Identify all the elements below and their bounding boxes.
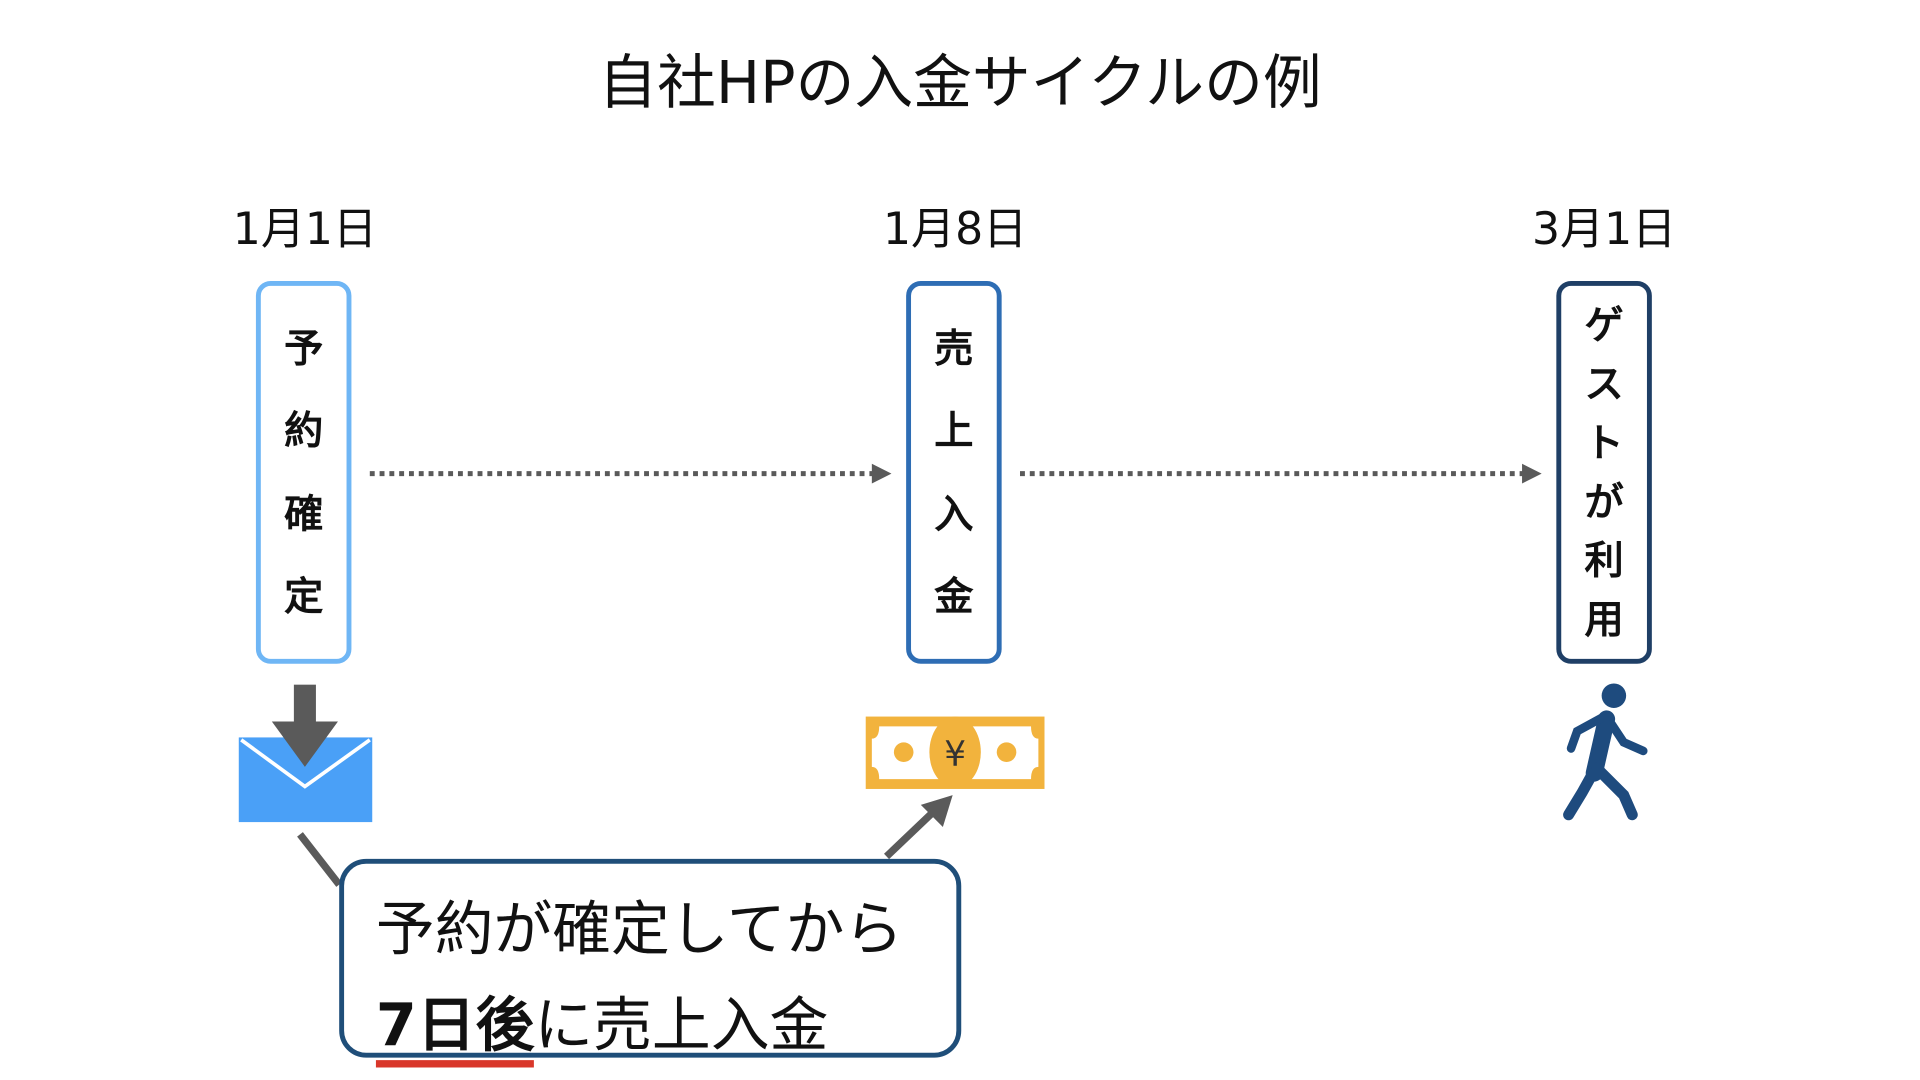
callout-arrow-right [884, 795, 953, 860]
callout-pointer-left [297, 832, 343, 887]
callout-line-2-rest: に売上入金 [534, 991, 829, 1061]
dotted-arrow-2 [1020, 463, 1542, 484]
step-char: 入 [934, 490, 974, 537]
step-char: 約 [284, 407, 324, 455]
step-char: 定 [284, 572, 324, 620]
diagram-title: 自社HPの入金サイクルの例 [598, 49, 1322, 118]
callout-emphasis: 7日後 [375, 991, 534, 1068]
step-char: 上 [934, 407, 974, 455]
step-char: 用 [1584, 596, 1624, 643]
callout-line-1: 予約が確定してから [375, 895, 904, 965]
date-label-2: 1月8日 [882, 204, 1028, 256]
step-box-guest-use: ゲ ス ト が 利 用 [1556, 280, 1652, 664]
dotted-arrow-1 [369, 463, 892, 484]
date-label-1: 1月1日 [232, 204, 378, 256]
step-char: 金 [934, 572, 974, 620]
step-box-sales-payment: 売 上 入 金 [906, 280, 1002, 664]
yen-symbol: ¥ [944, 735, 966, 775]
callout-box: 予約が確定してから 7日後に売上入金 [339, 858, 962, 1068]
mail-download-icon [238, 684, 373, 823]
step-char: ト [1584, 419, 1624, 467]
step-char: 確 [284, 490, 324, 537]
callout-line-2: 7日後に売上入金 [375, 977, 829, 1068]
step-char: 予 [284, 325, 324, 373]
walking-person-icon [1563, 683, 1648, 821]
step-char: 売 [934, 325, 974, 373]
step-char: が [1584, 478, 1624, 526]
date-label-3: 3月1日 [1531, 204, 1677, 256]
step-char: ゲ [1584, 301, 1624, 349]
step-char: ス [1584, 360, 1624, 408]
step-box-booking-confirmed: 予 約 確 定 [255, 280, 352, 664]
yen-banknote-icon: ¥ [865, 716, 1045, 789]
step-char: 利 [1584, 537, 1624, 585]
